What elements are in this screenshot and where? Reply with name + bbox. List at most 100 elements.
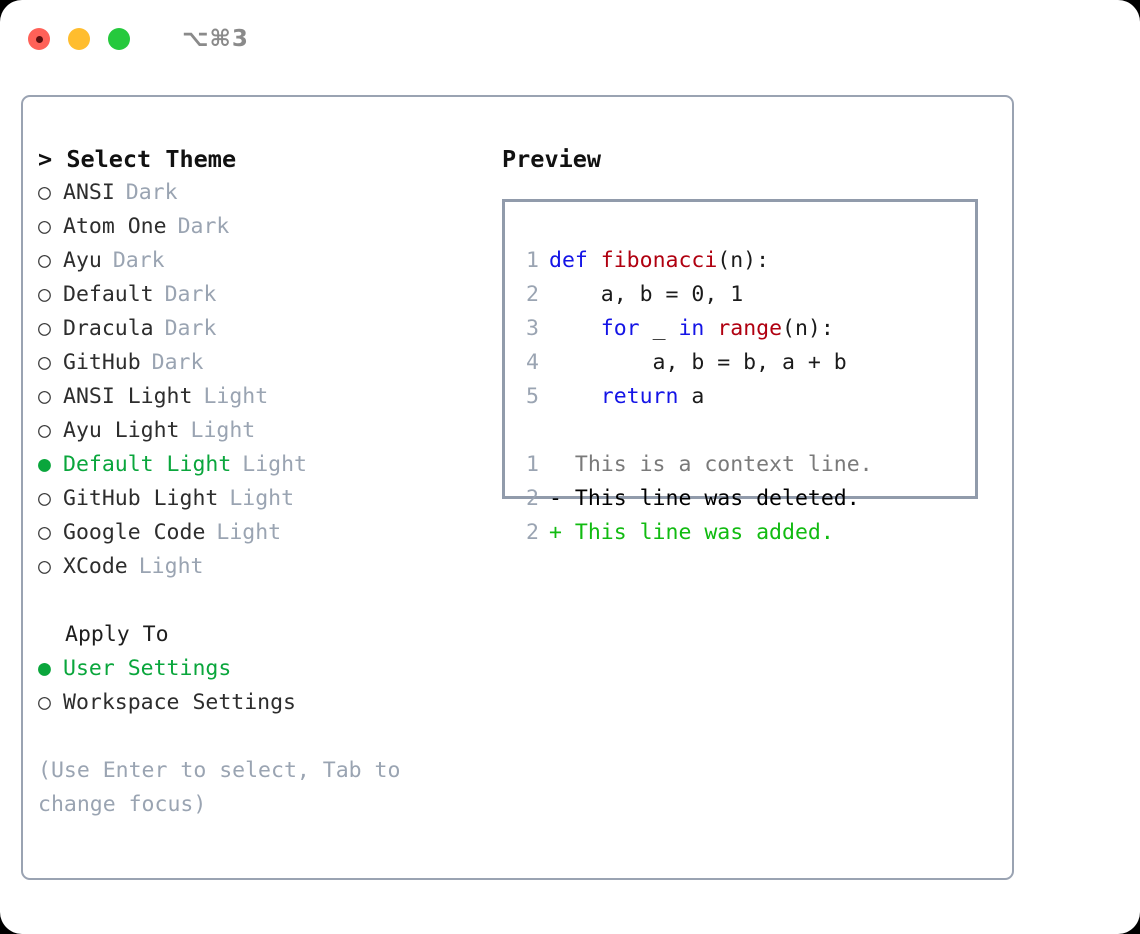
window-shortcut-label: ⌥⌘3 <box>182 26 249 52</box>
code-token-kw: for <box>600 316 640 341</box>
apply-to-label: Workspace Settings <box>63 690 296 715</box>
apply-to-label: User Settings <box>63 656 232 681</box>
prompt-caret-icon: > <box>38 145 53 173</box>
code-token-plain: a, b = 0, 1 <box>549 282 744 307</box>
code-token-plain: (n): <box>717 248 770 273</box>
code-token-fn: range <box>717 316 783 341</box>
apply-to-item[interactable]: ● User Settings <box>38 652 488 686</box>
radio-selected-icon: ● <box>38 656 51 681</box>
close-icon <box>35 35 43 43</box>
theme-mode-tag: Light <box>242 452 308 477</box>
code-diff-separator <box>517 414 967 448</box>
code-line-number: 3 <box>526 316 539 341</box>
radio-unselected-icon: ○ <box>38 214 51 239</box>
theme-mode-tag: Dark <box>125 180 178 205</box>
radio-unselected-icon: ○ <box>38 690 51 715</box>
code-line-number: 4 <box>526 350 539 375</box>
radio-unselected-icon: ○ <box>38 248 51 273</box>
theme-mode-tag: Dark <box>112 248 165 273</box>
diff-line-text-delete: - This line was deleted. <box>549 486 860 511</box>
code-token-plain <box>588 248 601 273</box>
theme-name-label: Dracula <box>63 316 154 341</box>
diff-line-number: 1 <box>526 452 539 477</box>
code-token-plain <box>549 316 601 341</box>
radio-unselected-icon: ○ <box>38 316 51 341</box>
theme-mode-tag: Dark <box>164 316 217 341</box>
close-button[interactable] <box>28 28 50 50</box>
apply-to-item[interactable]: ○ Workspace Settings <box>38 686 488 720</box>
theme-mode-tag: Dark <box>177 214 230 239</box>
radio-unselected-icon: ○ <box>38 384 51 409</box>
diff-line-text-context: This is a context line. <box>549 452 873 477</box>
theme-name-label: Google Code <box>63 520 206 545</box>
code-line-text: def fibonacci(n): <box>549 244 769 278</box>
theme-mode-tag: Dark <box>151 350 204 375</box>
apply-to-header: Apply To <box>65 622 169 647</box>
radio-selected-icon: ● <box>38 452 51 477</box>
code-line-text: a, b = 0, 1 <box>549 278 743 312</box>
title-bar: ⌥⌘3 <box>0 0 1140 78</box>
code-line-number: 5 <box>526 384 539 409</box>
code-token-plain: _ <box>639 316 679 341</box>
code-token-kw: return <box>600 384 679 409</box>
code-line-number: 2 <box>526 282 539 307</box>
radio-unselected-icon: ○ <box>38 486 51 511</box>
theme-name-label: XCode <box>63 554 128 579</box>
diff-line: 1 This is a context line. <box>517 448 967 482</box>
code-line: 2 a, b = 0, 1 <box>517 278 967 312</box>
code-line: 4 a, b = b, a + b <box>517 346 967 380</box>
theme-mode-tag: Dark <box>164 282 217 307</box>
code-line-text: a, b = b, a + b <box>549 346 847 380</box>
minimize-button[interactable] <box>68 28 90 50</box>
radio-unselected-icon: ○ <box>38 520 51 545</box>
code-token-plain: (n): <box>782 316 834 341</box>
diff-line: 2 + This line was added. <box>517 516 967 550</box>
theme-mode-tag: Light <box>229 486 295 511</box>
radio-unselected-icon: ○ <box>38 180 51 205</box>
keyboard-hint-text: (Use Enter to select, Tab to change focu… <box>38 758 401 817</box>
code-line-text: for _ in range(n): <box>549 312 834 346</box>
theme-mode-tag: Light <box>190 418 256 443</box>
code-token-plain: a <box>678 384 705 409</box>
diff-line-number: 2 <box>526 486 539 511</box>
code-token-plain <box>704 316 717 341</box>
radio-unselected-icon: ○ <box>38 554 51 579</box>
radio-unselected-icon: ○ <box>38 282 51 307</box>
preview-title: Preview <box>502 145 602 173</box>
diff-line-text-add: + This line was added. <box>549 520 834 545</box>
zoom-button[interactable] <box>108 28 130 50</box>
theme-name-label: GitHub Light <box>63 486 219 511</box>
apply-to-section: Apply To ● User Settings ○ Workspace Settin… <box>38 618 488 720</box>
theme-name-label: Ayu <box>63 248 102 273</box>
code-line-text: return a <box>549 380 705 414</box>
code-line-number: 1 <box>526 248 539 273</box>
diff-line-number: 2 <box>526 520 539 545</box>
theme-list-item[interactable]: ○ GitHub Light Light <box>38 482 488 516</box>
code-token-kw: def <box>549 248 588 273</box>
code-line: 1 def fibonacci(n): <box>517 244 967 278</box>
code-line: 3 for _ in range(n): <box>517 312 967 346</box>
theme-list-item[interactable]: ○ Ayu Dark <box>38 244 488 278</box>
theme-list-item[interactable]: ○ Dracula Dark <box>38 312 488 346</box>
theme-name-label: ANSI Light <box>63 384 193 409</box>
diff-line: 2 - This line was deleted. <box>517 482 967 516</box>
traffic-light-group <box>28 28 130 50</box>
apply-to-list: ● User Settings ○ Workspace Settings <box>38 652 488 720</box>
code-line: 5 return a <box>517 380 967 414</box>
theme-name-label: Ayu Light <box>63 418 180 443</box>
